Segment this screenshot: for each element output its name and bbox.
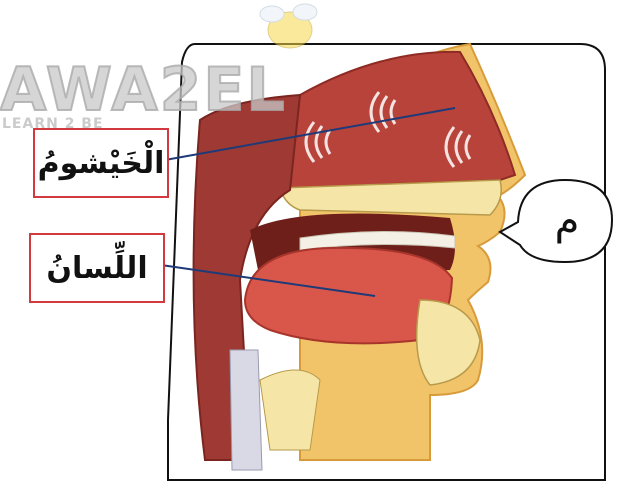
larynx	[260, 370, 320, 450]
bee-logo	[260, 4, 317, 48]
speech-bubble-letter: م	[522, 186, 612, 256]
trachea	[230, 350, 262, 470]
label-nasal-cavity: الْخَيْشومُ	[33, 128, 169, 198]
label-tongue: اللِّسانُ	[29, 233, 165, 303]
watermark-brand: AWA2EL	[0, 55, 287, 125]
